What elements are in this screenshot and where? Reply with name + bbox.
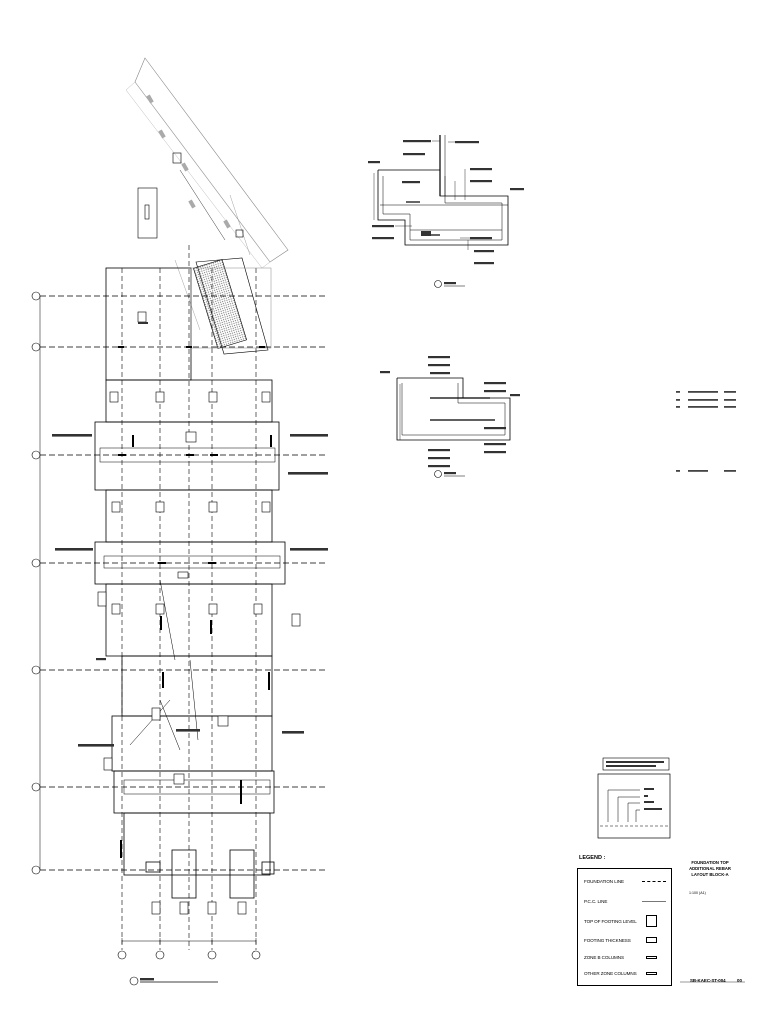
legend-top-of-footing-label: TOP OF FOOTING LEVEL xyxy=(584,919,637,924)
legend-zone-b-columns-label: ZONE B COLUMNS xyxy=(584,955,624,960)
drawing-title-line-2: LAYOUT BLOCK-A xyxy=(680,872,740,878)
legend-foundation-line-label: FOUNDATION LINE xyxy=(584,879,624,884)
dashed-line-icon xyxy=(642,881,666,882)
legend-title: LEGEND : xyxy=(579,855,605,861)
rebar-schedule xyxy=(676,391,736,472)
foundation-plan xyxy=(95,268,285,898)
rebar-callouts xyxy=(52,322,328,747)
section-2-title xyxy=(435,471,466,478)
section-1-title xyxy=(435,281,466,288)
square-icon xyxy=(646,915,657,927)
legend-box: FOUNDATION LINE P.C.C. LINE TOP OF FOOTI… xyxy=(577,868,672,986)
section-detail-1-callouts xyxy=(368,140,524,264)
grid-bubbles-bottom xyxy=(118,951,260,959)
section-detail-2 xyxy=(397,378,510,440)
scale-note: 1:100 (A1) xyxy=(689,891,706,895)
legend-pcc-line-label: P.C.C. LINE xyxy=(584,899,607,904)
section-detail-1 xyxy=(374,135,508,245)
key-note-detail xyxy=(598,758,670,838)
column-bars xyxy=(118,346,272,858)
legend-footing-thickness-label: FOOTING THICKNESS xyxy=(584,938,631,943)
grid-bubbles-left xyxy=(32,292,40,874)
drawing-number: SB-KAEC-ST-004 xyxy=(690,978,726,983)
thin-line-icon xyxy=(642,901,666,902)
thin-bar-icon xyxy=(646,956,657,959)
section-detail-2-callouts xyxy=(380,356,520,467)
section-detail-1-leaders xyxy=(395,141,470,250)
revision-number: 00 xyxy=(737,978,742,983)
grid-lines-vertical xyxy=(122,245,256,950)
plan-title xyxy=(130,977,218,985)
drawing-title-line-1: FOUNDATION TOP ADDITIONAL REBAR xyxy=(680,860,740,872)
small-rect-icon xyxy=(646,937,657,943)
drawing-title: FOUNDATION TOP ADDITIONAL REBAR LAYOUT B… xyxy=(680,860,740,878)
legend-other-zone-columns-label: OTHER ZONE COLUMNS xyxy=(584,971,637,976)
thin-bar-icon xyxy=(646,972,657,975)
angled-annex-block xyxy=(126,58,288,354)
